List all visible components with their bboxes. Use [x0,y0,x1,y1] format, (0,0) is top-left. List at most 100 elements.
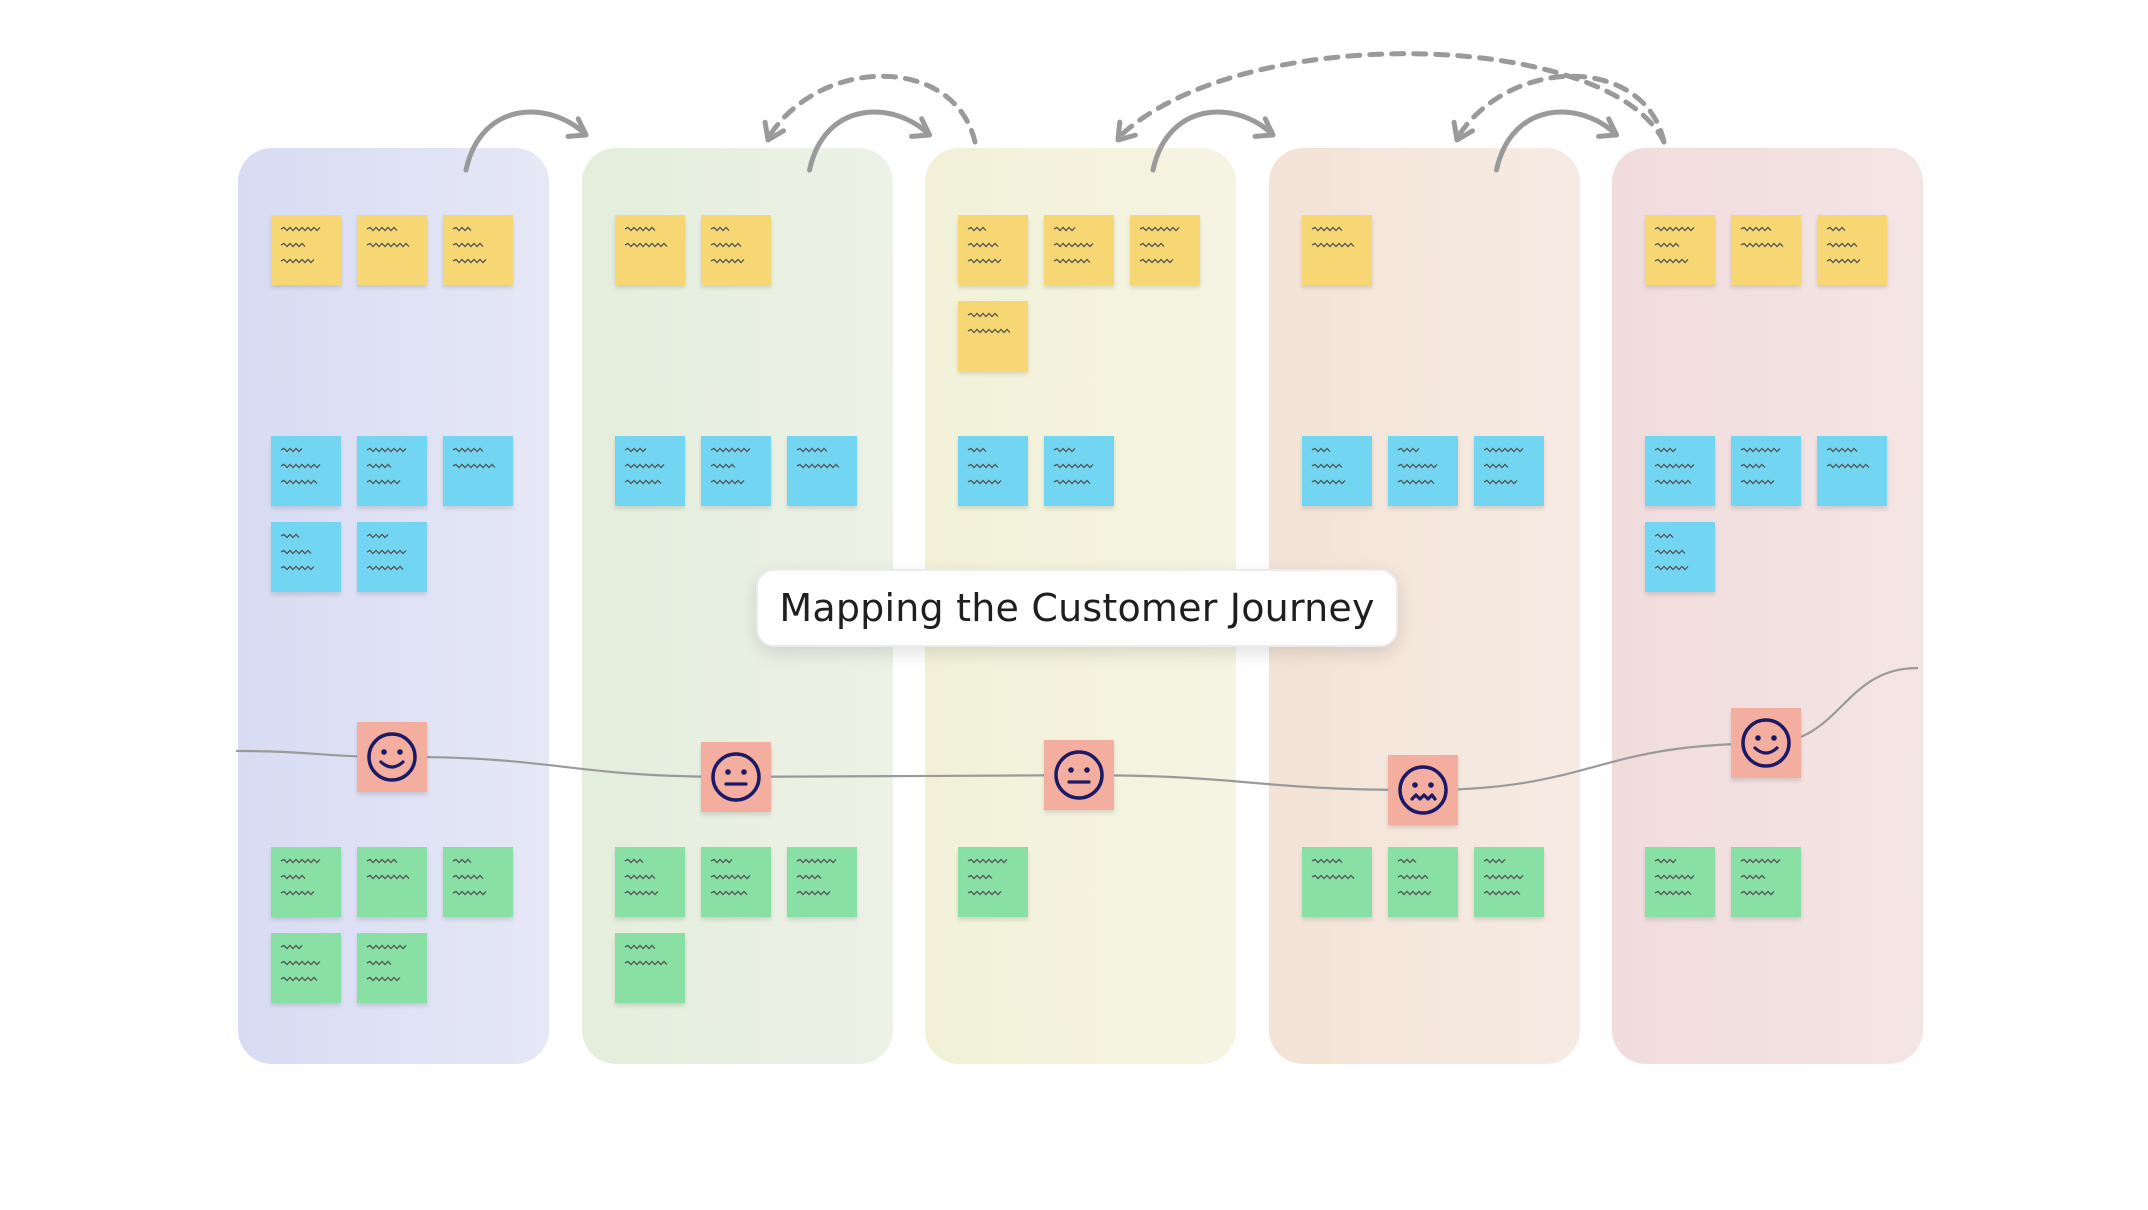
yellow-sticky-note[interactable] [1044,215,1114,285]
blue-sticky-note[interactable] [1473,436,1544,506]
green-sticky-note[interactable] [614,933,685,1003]
blue-sticky-note[interactable] [958,436,1028,506]
green-sticky-note[interactable] [1387,847,1458,917]
handwriting-scribble [710,447,750,453]
note-scribble-icon [1397,447,1437,485]
journey-stage-column-1[interactable] [238,148,549,1064]
blue-sticky-note[interactable] [1817,436,1887,506]
yellow-sticky-note[interactable] [1731,215,1801,285]
handwriting-scribble [710,479,744,485]
handwriting-scribble [452,890,487,896]
worried-face-icon [1397,765,1448,815]
blue-sticky-note[interactable] [357,522,427,592]
note-scribble-icon [1740,226,1784,248]
note-scribble-icon [366,226,410,248]
handwriting-scribble [1826,463,1870,469]
green-sticky-note[interactable] [614,847,685,917]
handwriting-scribble [280,960,321,966]
green-sticky-note[interactable] [1645,847,1715,917]
handwriting-scribble [967,242,999,248]
journey-stage-column-5[interactable] [1612,148,1923,1064]
blue-sticky-note[interactable] [357,436,427,506]
board-title-card[interactable]: Mapping the Customer Journey [756,569,1398,647]
note-scribble-icon [1483,858,1523,896]
handwriting-scribble [624,944,655,950]
handwriting-scribble [280,858,321,864]
green-sticky-note[interactable] [1301,847,1372,917]
green-sticky-note[interactable] [271,933,341,1003]
handwriting-scribble [366,479,401,485]
green-sticky-note[interactable] [958,847,1028,917]
yellow-sticky-note[interactable] [1130,215,1200,285]
green-sticky-note[interactable] [443,847,513,917]
handwriting-scribble [1311,874,1354,880]
note-scribble-icon [967,858,1008,896]
green-sticky-note[interactable] [700,847,771,917]
blue-sticky-note[interactable] [1044,436,1114,506]
handwriting-scribble [1139,258,1174,264]
green-sticky-note[interactable] [1473,847,1544,917]
emotion-sticky-note[interactable] [1731,708,1801,779]
blue-sticky-note[interactable] [614,436,685,506]
blue-sticky-note[interactable] [443,436,513,506]
yellow-sticky-note[interactable] [700,215,771,285]
handwriting-scribble [1654,242,1680,248]
note-scribble-icon [624,447,664,485]
blue-sticky-note[interactable] [1731,436,1801,506]
blue-sticky-note[interactable] [1387,436,1458,506]
handwriting-scribble [710,858,732,864]
note-scribble-icon [1053,226,1094,264]
handwriting-scribble [1311,447,1330,453]
handwriting-scribble [1397,874,1428,880]
handwriting-scribble [967,858,1008,864]
handwriting-scribble [967,890,1002,896]
yellow-sticky-note[interactable] [443,215,513,285]
note-scribble-icon [366,533,407,571]
note-scribble-icon [280,533,315,571]
blue-sticky-note[interactable] [271,436,341,506]
yellow-sticky-note[interactable] [958,215,1028,285]
handwriting-scribble [1139,226,1180,232]
handwriting-scribble [1483,858,1505,864]
handwriting-scribble [280,463,321,469]
journey-stage-column-2[interactable] [581,148,893,1064]
handwriting-scribble [1311,463,1342,469]
blue-sticky-note[interactable] [1301,436,1372,506]
yellow-sticky-note[interactable] [958,301,1028,371]
blue-sticky-note[interactable] [1645,436,1715,506]
handwriting-scribble [1654,565,1689,571]
yellow-sticky-note[interactable] [357,215,427,285]
green-sticky-note[interactable] [1731,847,1801,917]
note-scribble-icon [796,447,839,469]
note-scribble-icon [1654,858,1695,896]
neutral-face-icon [710,752,761,802]
board-title: Mapping the Customer Journey [779,586,1375,630]
blue-sticky-note[interactable] [700,436,771,506]
green-sticky-note[interactable] [786,847,857,917]
handwriting-scribble [280,226,321,232]
emotion-sticky-note[interactable] [1044,740,1114,811]
handwriting-scribble [280,565,315,571]
blue-sticky-note[interactable] [786,436,857,506]
handwriting-scribble [1740,226,1772,232]
emotion-sticky-note[interactable] [1387,755,1458,826]
blue-sticky-note[interactable] [1645,522,1715,592]
yellow-sticky-note[interactable] [1817,215,1887,285]
handwriting-scribble [624,242,667,248]
green-sticky-note[interactable] [357,847,427,917]
emotion-sticky-note[interactable] [357,721,427,792]
handwriting-scribble [366,944,407,950]
emotion-sticky-note[interactable] [700,741,771,812]
green-sticky-note[interactable] [357,933,427,1003]
yellow-sticky-note[interactable] [1301,215,1372,285]
handwriting-scribble [624,463,664,469]
yellow-sticky-note[interactable] [1645,215,1715,285]
handwriting-scribble [624,874,655,880]
yellow-sticky-note[interactable] [614,215,685,285]
handwriting-scribble [624,960,667,966]
green-sticky-note[interactable] [271,847,341,917]
handwriting-scribble [967,479,1002,485]
blue-sticky-note[interactable] [271,522,341,592]
yellow-sticky-note[interactable] [271,215,341,285]
note-scribble-icon [624,858,658,896]
